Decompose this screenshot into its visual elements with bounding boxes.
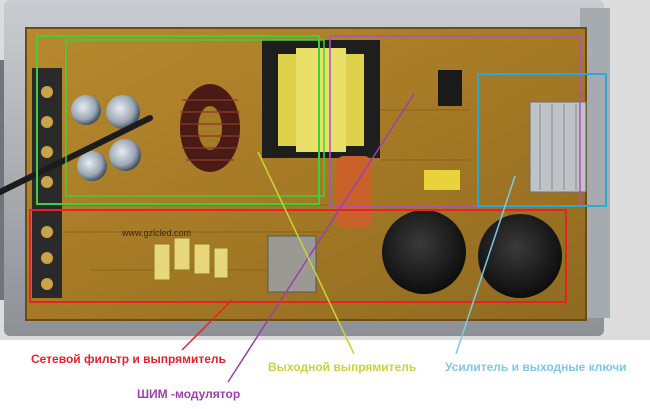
label-amplifier-keys: Усилитель и выходные ключи (445, 360, 627, 374)
frame-purple (329, 35, 581, 207)
heatsink (529, 101, 587, 193)
frame-cyan (477, 73, 607, 207)
label-mains-filter: Сетевой фильтр и выпрямитель (31, 352, 226, 366)
screwdriver (0, 115, 153, 195)
leader-cyan (455, 175, 516, 355)
label-output-rectifier: Выходной выпрямитель (268, 360, 417, 374)
label-pwm-modulator: ШИМ -модулятор (137, 387, 241, 401)
toroid-inductor (180, 84, 240, 172)
small-capacitors (71, 95, 141, 181)
bulk-capacitors (382, 210, 562, 298)
leader-lines (181, 93, 516, 383)
leader-purple (227, 93, 415, 383)
frame-green-inner (65, 39, 325, 197)
leader-red (181, 299, 233, 351)
filter-capacitors (153, 237, 229, 281)
leader-yellow (257, 151, 355, 355)
signal-transformer (424, 170, 460, 190)
frame-red (29, 209, 567, 303)
pcb-marking: www.gzlcled.com (121, 228, 191, 238)
transformer (262, 40, 380, 158)
pwm-chip (438, 70, 462, 106)
frame-green (36, 35, 320, 205)
annotation-frames (29, 35, 607, 303)
